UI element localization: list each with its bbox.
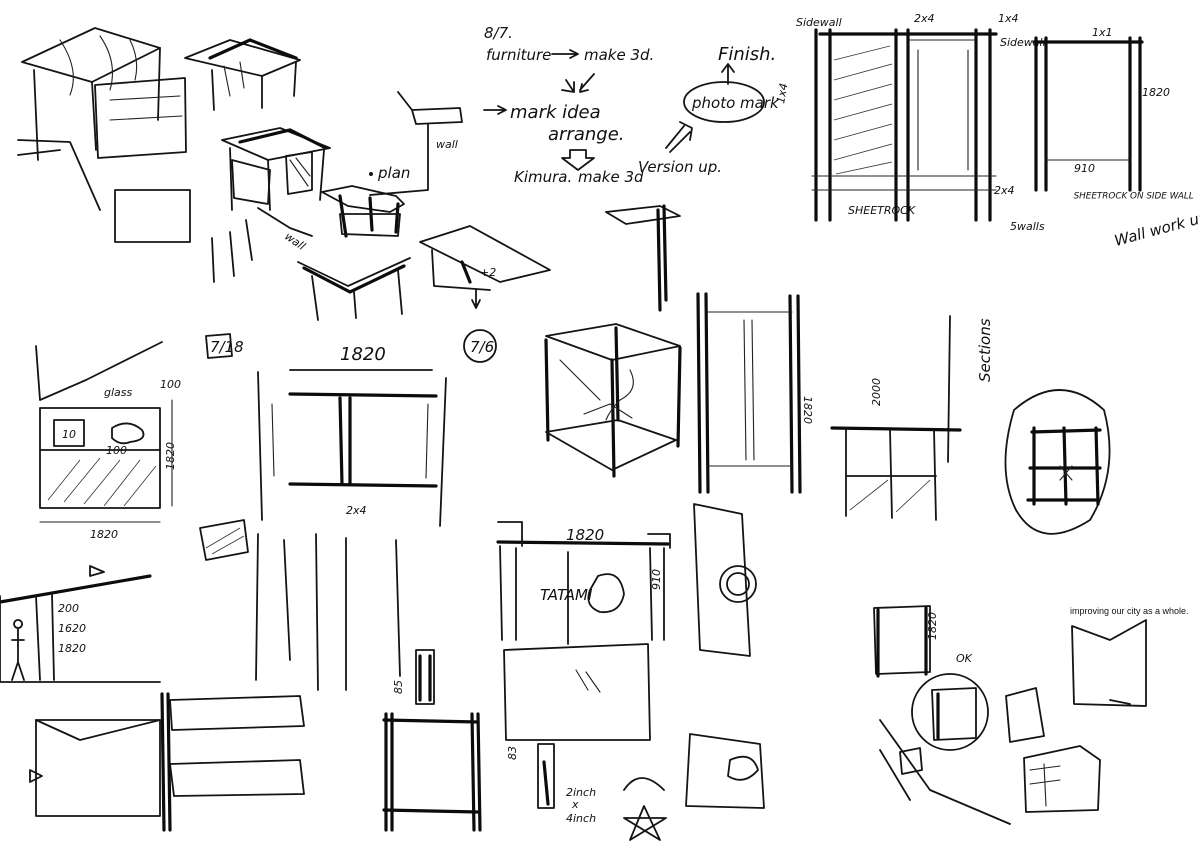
label-sections: Sections xyxy=(976,318,994,382)
label-1820-top: 1820 xyxy=(340,344,386,365)
label-1820-left: 1820 xyxy=(164,442,177,470)
label-200: 200 xyxy=(58,602,79,615)
sketch-tatami-wall xyxy=(623,503,765,841)
svg-text:+2: +2 xyxy=(480,266,496,279)
label-x: x xyxy=(571,798,579,811)
label-1820-small: 1820 xyxy=(926,612,939,640)
sketch-cube xyxy=(544,204,682,478)
label-85: 85 xyxy=(392,680,405,694)
svg-text:1x4: 1x4 xyxy=(774,82,790,104)
label-sheetrock: SHEETROCK xyxy=(848,204,916,217)
label-100b: 100 xyxy=(106,444,127,457)
label-ok: OK xyxy=(956,652,973,665)
label-plan: plan xyxy=(377,164,410,182)
label-2000: 2000 xyxy=(870,378,883,406)
svg-text:1820: 1820 xyxy=(801,396,814,424)
note-photo-mark: photo mark xyxy=(691,94,780,112)
sketch-section: 2000 Sections xyxy=(830,315,1111,535)
label-sheetrock-wall: SHEETROCK ON SIDE WALL xyxy=(1074,191,1194,201)
note-make3d: make 3d. xyxy=(584,46,654,64)
svg-text:Sidewall: Sidewall xyxy=(1000,36,1046,49)
label-ten: 10 xyxy=(62,428,76,441)
sketch-pavilion: wall xyxy=(211,127,331,283)
label-glass: glass xyxy=(104,386,133,399)
sketch-frame-side: 1x1 1820 910 SHEETROCK ON SIDE WALL 5wal… xyxy=(1010,26,1200,250)
label-wallwork: Wall work up xyxy=(1112,208,1200,250)
label-1820-side: 1820 xyxy=(58,642,86,655)
sketch-roof-section: +2 xyxy=(297,225,551,321)
label-wall: wall xyxy=(436,138,458,151)
sketch-tall-frame: 1820 xyxy=(696,292,814,494)
label-1x1: 1x1 xyxy=(1092,26,1113,39)
note-furniture: furniture xyxy=(486,46,551,64)
note-make3d-2: make 3d xyxy=(578,168,644,186)
sketch-tatami-room: 1820 TATAMI 910 xyxy=(496,521,671,741)
label-83: 83 xyxy=(506,746,519,760)
svg-text:2x4: 2x4 xyxy=(994,184,1015,197)
sketch-room-plan: 7/18 10 glass 100 100 1820 1820 xyxy=(35,333,244,541)
label-1820-bottom: 1820 xyxy=(90,528,118,541)
note-finish: Finish. xyxy=(718,44,776,65)
sketch-elevation-person: 200 1620 1820 xyxy=(0,565,161,683)
note-arrange: arrange. xyxy=(548,124,625,145)
label-date-7-6: 7/6 xyxy=(470,338,494,356)
label-1820-right: 1820 xyxy=(1142,86,1170,99)
label-100: 100 xyxy=(160,378,181,391)
label-2x4: 2x4 xyxy=(914,12,935,25)
sketch-frame-elevation: Sidewall 2x4 1x4 Sidewall 1x4 SHEETROCK … xyxy=(774,12,1046,222)
label-1820-tatami: 1820 xyxy=(566,526,604,544)
workflow-notes: 8/7. furniture make 3d. mark idea arrang… xyxy=(483,24,780,186)
label-4inch: 4inch xyxy=(566,812,596,825)
note-date: 8/7. xyxy=(484,24,513,42)
label-1620: 1620 xyxy=(58,622,86,635)
svg-text:1x4: 1x4 xyxy=(998,12,1019,25)
label-910: 910 xyxy=(1074,162,1095,175)
note-version-up: Version up. xyxy=(638,158,722,176)
label-2inch: 2inch xyxy=(566,786,596,799)
sketch-clipping: improving our city as a whole. 1820 OK xyxy=(873,605,1189,825)
note-mark-idea: mark idea xyxy=(510,102,601,123)
sketch-column-detail: 85 83 2inch x 4inch xyxy=(382,649,596,832)
sketch-wall-detail: wall plan xyxy=(321,91,463,238)
sketch-door-plan: 1820 2x4 7/6 xyxy=(257,329,497,527)
label-sidewall: Sidewall xyxy=(796,16,842,29)
sketch-roof-perspective xyxy=(17,27,191,243)
label-five-walls: 5walls xyxy=(1010,220,1045,233)
label-910-side: 910 xyxy=(650,569,663,590)
sketch-roof-small xyxy=(184,38,301,111)
clipping-text: improving our city as a whole. xyxy=(1070,606,1189,616)
sketch-wall-panels xyxy=(29,519,401,832)
label-tatami: TATAMI xyxy=(540,586,593,604)
label-2x4-lower: 2x4 xyxy=(346,504,367,517)
label-date-7-18: 7/18 xyxy=(210,338,244,356)
note-kimura: Kimura. xyxy=(514,168,572,186)
